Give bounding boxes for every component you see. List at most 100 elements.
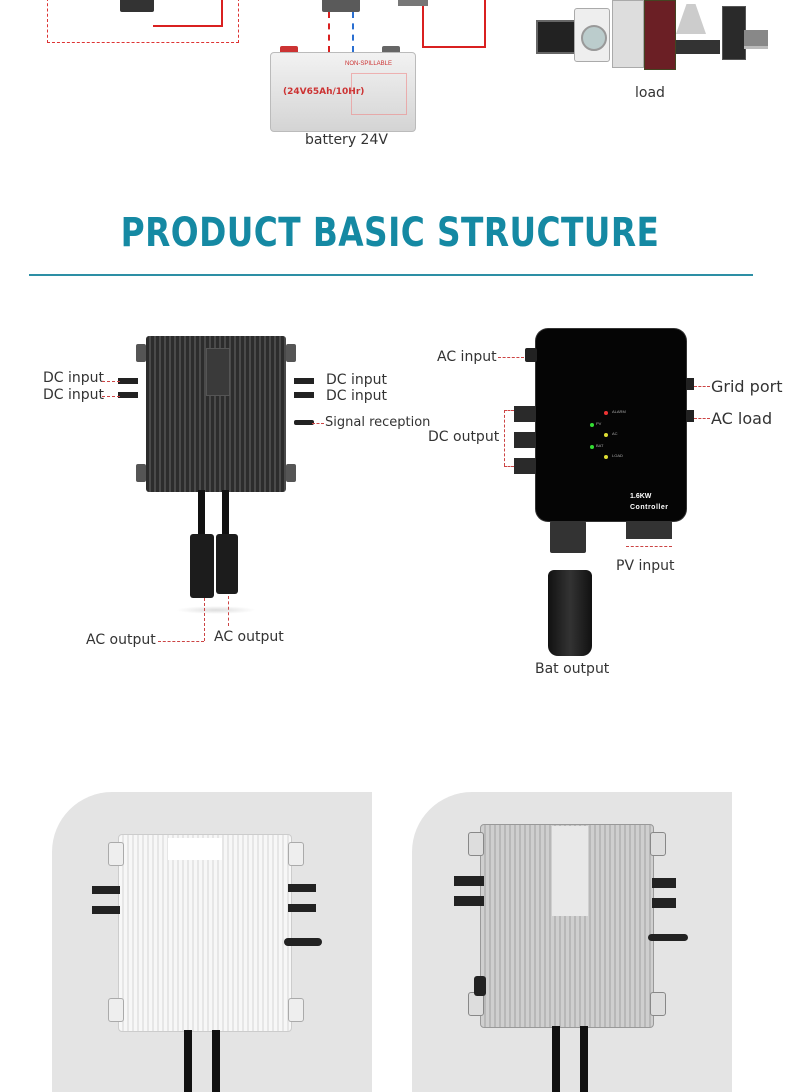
- dc-connector-icon: [294, 392, 314, 398]
- ac-input-port-icon: [525, 348, 537, 362]
- dc-connector-icon: [288, 904, 316, 912]
- ac-cable: [222, 490, 229, 538]
- battery-plug-icon: [548, 570, 592, 656]
- ac-cable: [198, 490, 205, 538]
- connector-icon: [398, 0, 428, 6]
- mounting-tab: [650, 832, 666, 856]
- ac-load-label: AC load: [711, 409, 773, 428]
- led-load-icon: [604, 455, 608, 459]
- led-label: LOAD: [612, 453, 623, 458]
- dc-input-label: DC input: [326, 388, 388, 404]
- mounting-tab: [468, 832, 484, 856]
- wire-red: [328, 12, 330, 52]
- dc-connector-icon: [652, 898, 676, 908]
- leader-line: [504, 466, 514, 467]
- dc-input-label: DC input: [43, 370, 105, 386]
- leader-line: [504, 410, 505, 466]
- led-label: BAT: [596, 443, 604, 448]
- wire-blue: [352, 12, 354, 52]
- dc-input-label: DC input: [43, 387, 105, 403]
- washing-machine-icon: [574, 8, 610, 62]
- mounting-tab: [286, 344, 296, 362]
- led-pv-icon: [590, 423, 594, 427]
- label-sticker: [552, 826, 588, 916]
- ac-cable: [552, 1026, 560, 1092]
- grid-port-label: Grid port: [711, 377, 783, 396]
- mounting-tab: [650, 992, 666, 1016]
- dc-connector-icon: [92, 886, 120, 894]
- dc-connector-icon: [454, 896, 484, 906]
- leader-line: [312, 423, 324, 424]
- wiring-box: [47, 0, 239, 43]
- led-label: ALARM: [612, 409, 626, 414]
- stove-icon: [676, 40, 720, 54]
- controller-body: ALARM PV AC BAT LOAD 1.6KW Controller: [536, 329, 686, 521]
- dc-output-port-icon: [514, 432, 536, 448]
- mounting-tab: [286, 464, 296, 482]
- battery-label: battery 24V: [305, 132, 388, 148]
- mounting-tab: [288, 998, 304, 1022]
- dc-connector-icon: [118, 392, 138, 398]
- led-label: AC: [612, 431, 618, 436]
- ac-cable: [580, 1026, 588, 1092]
- leader-line: [228, 596, 229, 626]
- dc-connector-icon: [294, 378, 314, 384]
- battery-terminal: [280, 46, 298, 52]
- wire-red: [422, 0, 486, 48]
- ac-output-label: AC output: [214, 629, 284, 645]
- dc-connector-icon: [652, 878, 676, 888]
- leader-line: [102, 381, 120, 382]
- signal-reception-label: Signal reception: [325, 415, 431, 430]
- ac-plug-icon: [216, 534, 238, 594]
- mounting-tab: [136, 344, 146, 362]
- leader-line: [102, 396, 120, 397]
- controller-subtitle: Controller: [630, 504, 669, 511]
- leader-line: [694, 386, 710, 387]
- led-ac-icon: [604, 433, 608, 437]
- usb-port-icon: [474, 976, 486, 996]
- shadow: [176, 606, 256, 614]
- range-hood-icon: [676, 4, 706, 34]
- leader-line: [498, 357, 524, 358]
- dc-output-port-icon: [514, 458, 536, 474]
- controller-clip-icon: [322, 0, 360, 12]
- led-alarm-icon: [604, 411, 608, 415]
- beverage-fridge-icon: [722, 6, 746, 60]
- ac-cable: [184, 1030, 192, 1092]
- ac-load-port-icon: [686, 410, 694, 422]
- leader-line: [158, 641, 204, 642]
- mounting-tab: [136, 464, 146, 482]
- dc-input-label: DC input: [326, 372, 388, 388]
- dc-connector-icon: [118, 378, 138, 384]
- leader-line: [204, 598, 205, 641]
- product-photo-card: [412, 792, 732, 1092]
- bat-port-icon: [550, 521, 586, 553]
- wire-red: [153, 0, 223, 27]
- inverter-label-plate: [206, 348, 230, 396]
- ac-input-label: AC input: [437, 349, 497, 365]
- dc-output-port-icon: [514, 406, 536, 422]
- leader-line: [504, 410, 514, 411]
- battery-spec: (24V65Ah/10Hr): [283, 87, 365, 97]
- mounting-tab: [288, 842, 304, 866]
- laptop-icon: [744, 30, 768, 49]
- battery-terminal: [382, 46, 400, 52]
- antenna-icon: [294, 420, 314, 425]
- ac-cable: [212, 1030, 220, 1092]
- battery-body: NON-SPILLABLE (24V65Ah/10Hr): [270, 52, 416, 132]
- leader-line: [626, 546, 672, 547]
- dc-connector-icon: [288, 884, 316, 892]
- battery-warning-icons: [351, 73, 407, 115]
- section-title: PRODUCT BASIC STRUCTURE: [120, 210, 660, 256]
- battery-brand: NON-SPILLABLE: [345, 61, 393, 67]
- grid-port-icon: [686, 378, 694, 390]
- label-sticker: [168, 838, 222, 860]
- fridge-icon: [612, 0, 644, 68]
- product-photo-card: [52, 792, 372, 1092]
- bat-output-label: Bat output: [535, 661, 610, 677]
- pv-input-label: PV input: [616, 558, 675, 574]
- load-label: load: [635, 85, 665, 101]
- appliances-image: [534, 0, 770, 70]
- dc-output-label: DC output: [428, 429, 500, 445]
- pv-port-icon: [626, 521, 672, 539]
